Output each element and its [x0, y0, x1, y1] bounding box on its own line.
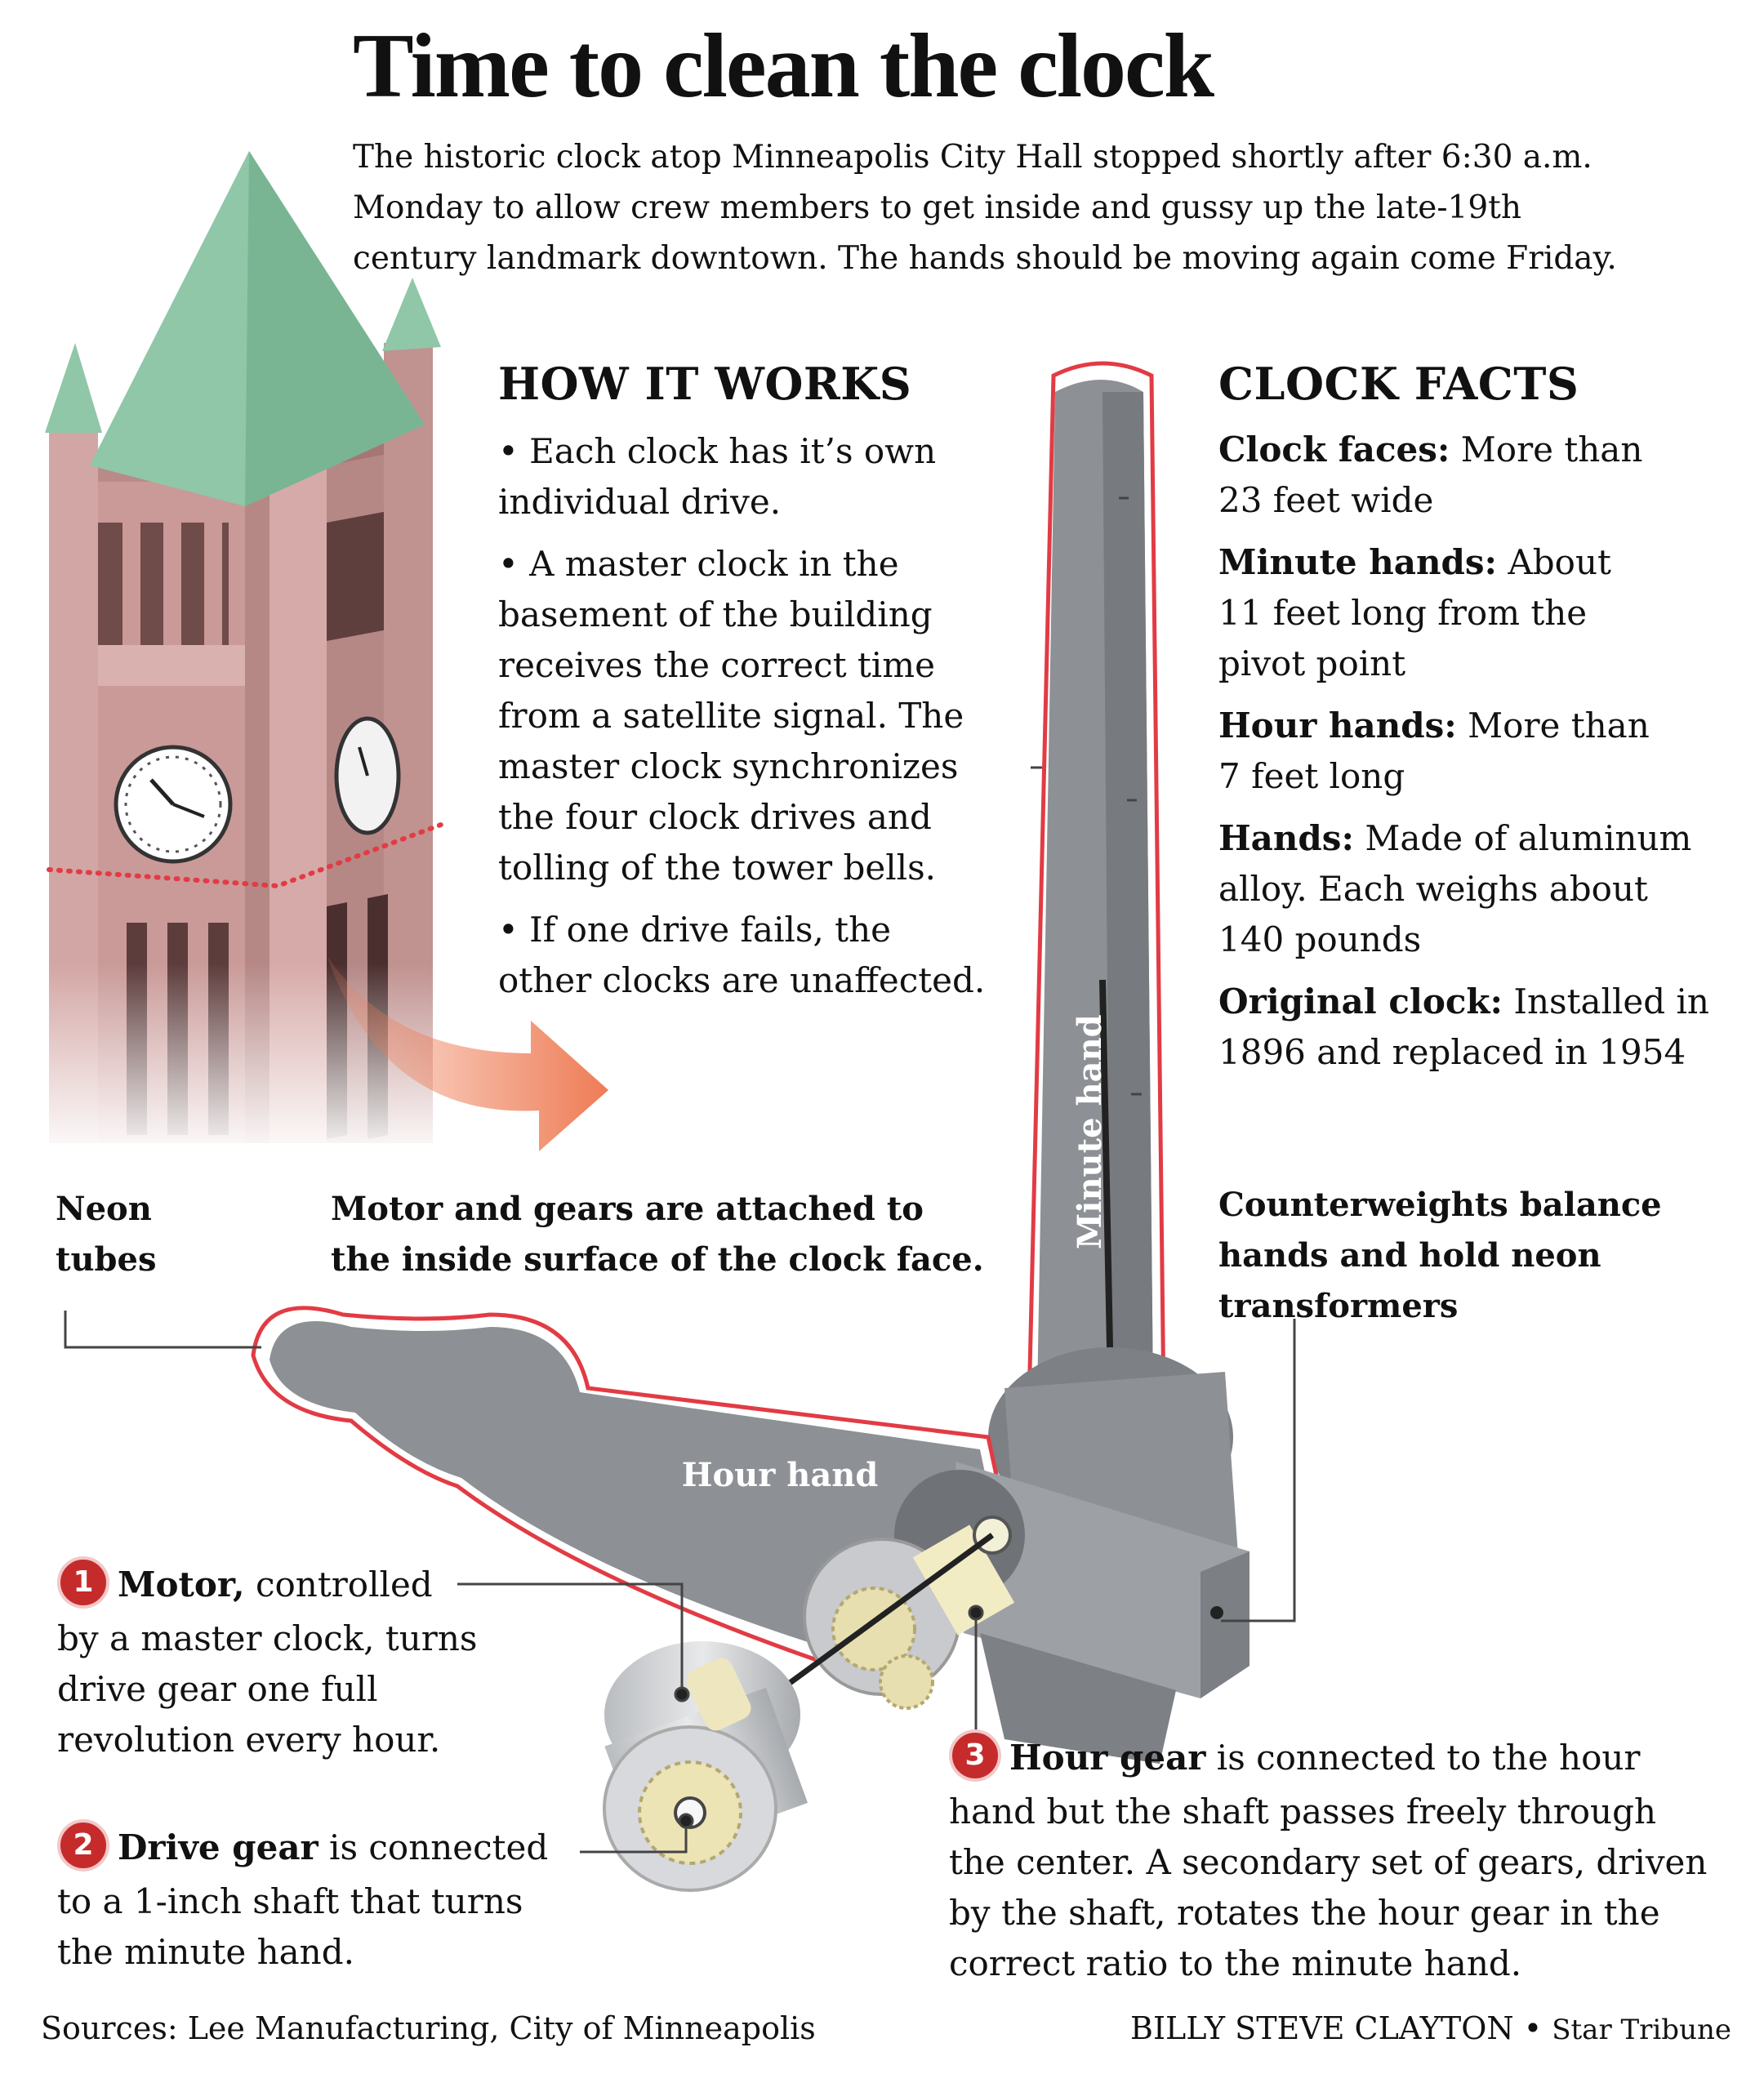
- motor-gears-label-line: the inside surface of the clock face.: [331, 1240, 984, 1279]
- intro-line-1: The historic clock atop Minneapolis City…: [353, 139, 1592, 176]
- sources-credit: Sources: Lee Manufacturing, City of Minn…: [41, 2010, 816, 2046]
- fact-label: Original clock:: [1218, 981, 1503, 1021]
- fact-text: About: [1508, 542, 1611, 582]
- fact-text: More than: [1460, 430, 1643, 470]
- byline: BILLY STEVE CLAYTON • Star Tribune: [1130, 2010, 1731, 2046]
- callout-number-badge: 3: [949, 1729, 1001, 1782]
- fact-clock-faces: Clock faces: More than 23 feet wide: [1218, 425, 1709, 526]
- callout-text: controlled: [255, 1564, 433, 1605]
- motor-graphic: [603, 1641, 808, 1892]
- clock-facts-section: CLOCK FACTS Clock faces: More than 23 fe…: [1218, 359, 1709, 1078]
- callout-text: correct ratio to the minute hand.: [949, 1943, 1522, 1983]
- minute-hand-label: Minute hand: [1071, 1014, 1109, 1249]
- callout-text: by the shaft, rotates the hour gear in t…: [949, 1893, 1660, 1933]
- callout-text: to a 1-inch shaft that turns: [57, 1881, 523, 1921]
- hour-hand-label: Hour hand: [682, 1456, 879, 1494]
- callout-text: is connected: [329, 1827, 549, 1867]
- fact-hour-hands: Hour hands: More than 7 feet long: [1218, 701, 1709, 802]
- callout-text: hand but the shaft passes freely through: [949, 1791, 1657, 1832]
- byline-separator: •: [1523, 2010, 1543, 2046]
- callout-text: revolution every hour.: [57, 1720, 441, 1760]
- artist-credit: BILLY STEVE CLAYTON: [1130, 2010, 1514, 2046]
- counterweights-label-line: transformers: [1218, 1287, 1459, 1325]
- how-item-3-line: other clocks are unaffected.: [498, 960, 986, 1000]
- fact-text: More than: [1468, 705, 1650, 746]
- callout-label: Hour gear: [1009, 1738, 1206, 1778]
- leader-lines: [64, 1311, 1296, 1854]
- callout-text: drive gear one full: [57, 1669, 378, 1709]
- clock-facts-heading: CLOCK FACTS: [1218, 358, 1579, 410]
- fact-label: Minute hands:: [1218, 542, 1498, 582]
- fact-original-clock: Original clock: Installed in 1896 and re…: [1218, 977, 1709, 1078]
- how-item-1: • Each clock has it’s own individual dri…: [498, 426, 985, 527]
- callout-label: Drive gear: [118, 1827, 318, 1867]
- how-item-1-line: individual drive.: [498, 482, 782, 522]
- motor-gears-label: Motor and gears are attached to the insi…: [331, 1184, 984, 1285]
- callout-text: the center. A secondary set of gears, dr…: [949, 1842, 1708, 1882]
- fact-text: 140 pounds: [1218, 919, 1422, 959]
- neon-tubes-label: Neon tubes: [56, 1184, 157, 1285]
- fact-text: 7 feet long: [1218, 756, 1405, 796]
- callout-label: Motor,: [118, 1564, 245, 1605]
- fact-text: Installed in: [1513, 981, 1709, 1021]
- how-item-2-line: master clock synchronizes: [498, 746, 959, 786]
- how-item-2-line: from a satellite signal. The: [498, 696, 964, 736]
- fact-text: Made of aluminum: [1365, 818, 1692, 858]
- callout-text: the minute hand.: [57, 1932, 354, 1972]
- how-item-2-line: • A master clock in the: [498, 544, 899, 584]
- counterweights-label: Counterweights balance hands and hold ne…: [1218, 1180, 1662, 1332]
- fact-text: pivot point: [1218, 643, 1406, 683]
- how-item-3-line: • If one drive fails, the: [498, 910, 891, 950]
- fact-label: Hands:: [1218, 818, 1354, 858]
- fact-hands: Hands: Made of aluminum alloy. Each weig…: [1218, 813, 1709, 965]
- how-it-works-section: HOW IT WORKS • Each clock has it’s own i…: [498, 359, 985, 1006]
- direction-arrow: [327, 955, 608, 1151]
- callout-text: is connected to the hour: [1216, 1738, 1641, 1778]
- how-item-1-line: • Each clock has it’s own: [498, 431, 937, 471]
- how-item-2-line: the four clock drives and: [498, 797, 932, 837]
- fact-text: 23 feet wide: [1218, 480, 1434, 520]
- fact-label: Hour hands:: [1218, 705, 1457, 746]
- motor-gears-label-line: Motor and gears are attached to: [331, 1190, 924, 1228]
- city-hall-tower: [24, 151, 466, 1159]
- gear-assembly: [733, 1470, 1025, 1725]
- counterweights-label-line: Counterweights balance: [1218, 1186, 1662, 1224]
- how-item-2: • A master clock in the basement of the …: [498, 539, 985, 893]
- how-item-3: • If one drive fails, the other clocks a…: [498, 905, 985, 1006]
- how-item-2-line: basement of the building: [498, 594, 933, 634]
- page-title: Time to clean the clock: [353, 16, 1214, 117]
- neon-label-line: Neon: [56, 1190, 152, 1228]
- fact-minute-hands: Minute hands: About 11 feet long from th…: [1218, 537, 1709, 689]
- minute-hand-graphic: [988, 361, 1241, 1625]
- callout-number-badge: 1: [57, 1556, 109, 1609]
- callout-number-badge: 2: [57, 1819, 109, 1872]
- callout-text: by a master clock, turns: [57, 1618, 478, 1658]
- fact-text: 11 feet long from the: [1218, 593, 1588, 633]
- fact-text: alloy. Each weighs about: [1218, 869, 1648, 909]
- fact-text: 1896 and replaced in 1954: [1218, 1032, 1686, 1072]
- how-item-2-line: tolling of the tower bells.: [498, 848, 936, 888]
- intro-line-2: Monday to allow crew members to get insi…: [353, 189, 1521, 226]
- how-it-works-heading: HOW IT WORKS: [498, 358, 912, 410]
- fact-label: Clock faces:: [1218, 430, 1450, 470]
- intro-line-3: century landmark downtown. The hands sho…: [353, 240, 1617, 277]
- counterweights-label-line: hands and hold neon: [1218, 1236, 1601, 1275]
- publication-name: Star Tribune: [1552, 2014, 1731, 2046]
- neon-label-line: tubes: [56, 1240, 157, 1279]
- how-item-2-line: receives the correct time: [498, 645, 935, 685]
